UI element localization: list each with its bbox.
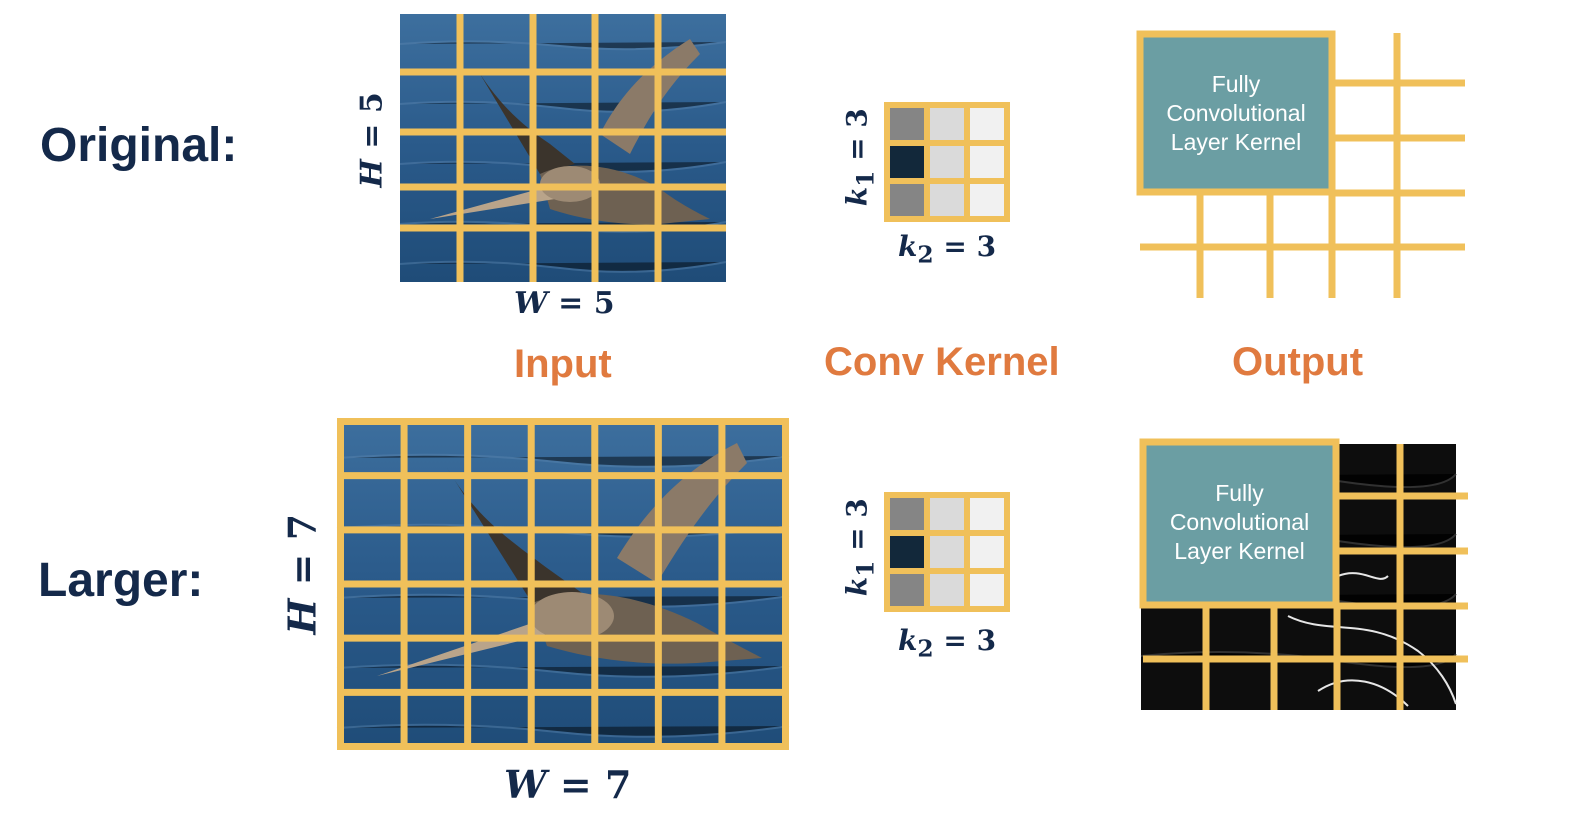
original-kernel-width-label: k2 = 3 (898, 230, 997, 269)
kernel-cell (930, 536, 964, 568)
original-input-image (399, 14, 727, 282)
fully-conv-kernel-box (1136, 30, 1336, 196)
kernel-cell (890, 498, 924, 530)
column-label-input: Input (514, 342, 612, 386)
larger-conv-kernel (884, 492, 1010, 612)
larger-height-label: H = 7 (279, 513, 325, 635)
pelican-shape (430, 39, 710, 225)
larger-input-grid (337, 418, 789, 750)
kernel-cell (890, 146, 924, 178)
original-width-label: W = 5 (514, 286, 615, 321)
kernel-cell (930, 146, 964, 178)
kernel-cell (970, 574, 1004, 606)
row-label-larger: Larger: (38, 554, 204, 607)
row-label-original: Original: (40, 119, 238, 172)
original-height-label: H = 5 (354, 92, 390, 188)
original-conv-kernel (884, 102, 1010, 222)
kernel-cell (970, 108, 1004, 140)
kernel-cell (890, 574, 924, 606)
kernel-cell (930, 108, 964, 140)
kernel-cell (970, 498, 1004, 530)
kernel-cell (970, 184, 1004, 216)
fully-conv-kernel-box (1139, 438, 1340, 609)
kernel-cell (970, 536, 1004, 568)
column-label-kernel: Conv Kernel (824, 340, 1060, 384)
larger-width-label: W = 7 (504, 762, 632, 807)
larger-kernel-width-label: k2 = 3 (898, 624, 997, 663)
larger-kernel-height-label: k1 = 3 (840, 498, 880, 597)
kernel-cell (930, 498, 964, 530)
original-input-grid (400, 14, 726, 282)
column-label-output: Output (1232, 340, 1364, 384)
kernel-cell (970, 146, 1004, 178)
kernel-cell (890, 536, 924, 568)
kernel-cell (930, 574, 964, 606)
kernel-cell (890, 184, 924, 216)
kernel-cell (890, 108, 924, 140)
original-output-grid (1136, 30, 1465, 298)
original-kernel-height-label: k1 = 3 (840, 108, 880, 207)
larger-input-image (336, 418, 790, 750)
kernel-cell (930, 184, 964, 216)
larger-output-grid (1139, 438, 1468, 710)
